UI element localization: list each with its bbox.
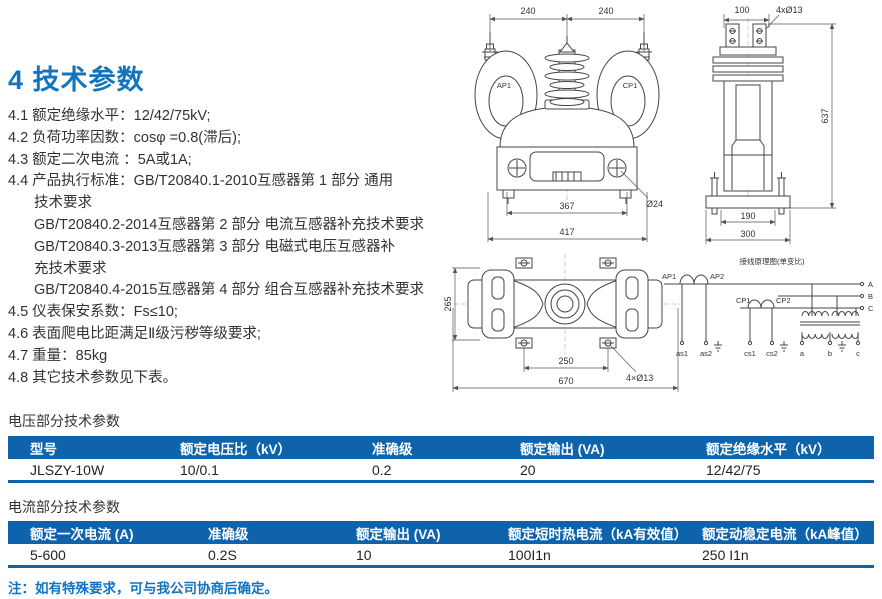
param-line: 技术要求: [34, 195, 92, 212]
winding-label: AP2: [710, 272, 724, 281]
table-cell: 10/0.1: [180, 461, 219, 478]
param-line: 充技术要求: [34, 260, 107, 277]
footnote: 注：如有特殊要求，可与我公司协商后确定。: [8, 581, 278, 596]
winding-label: CP1: [736, 296, 751, 305]
table-row: 5-600 0.2S 10 100I1n 250 I1n: [8, 544, 874, 565]
param-line: 4.8 其它技术参数见下表。: [8, 369, 178, 386]
center-insulator: [544, 36, 590, 106]
column-header: 准确级: [208, 526, 249, 542]
dimension-label: 670: [558, 376, 573, 386]
terminal-label: c: [856, 349, 860, 358]
dimension-label: 265: [443, 296, 453, 311]
table-cell: 20: [520, 461, 536, 478]
dimension-label: 417: [559, 227, 574, 237]
terminal-label: CP1: [623, 81, 638, 90]
table-cell: 0.2S: [208, 546, 237, 563]
ground-symbol: [714, 341, 722, 352]
plan-view-drawing: 265 250 670 4×Ø13: [443, 254, 680, 392]
voltage-table-header-row: 型号 额定电压比（kV） 准确级 额定输出 (VA) 额定绝缘水平（kV）: [8, 436, 874, 459]
phase-label: C: [868, 304, 874, 313]
dimension-label: 190: [740, 211, 755, 221]
param-line: 4.6 表面爬电比距满足Ⅱ级污秽等级要求;: [8, 325, 261, 342]
plan-body: [467, 269, 663, 339]
wiring-diagram-title: 接线原理图(单变比): [740, 256, 805, 266]
ground-symbol: [780, 341, 788, 352]
terminal-label: cs2: [766, 349, 778, 358]
base: [705, 172, 791, 215]
side-body: [723, 80, 773, 192]
current-table-title: 电流部分技术参数: [8, 499, 120, 515]
param-line: GB/T20840.4-2015互感器第 4 部分 组合互感器补充技术要求: [34, 282, 424, 299]
wiring-diagram: 接线原理图(单变比) AP1 AP2 CP1 CP2 A B C as1 as2…: [662, 256, 874, 358]
technical-parameter-list: 4.1 额定绝缘水平：12/42/75kV; 4.2 负荷功率因数：cosφ =…: [8, 106, 444, 389]
side-view-drawing: 100 4xØ13: [705, 5, 836, 244]
param-line: 4.3 额定二次电流 ：5A或1A;: [8, 151, 192, 168]
table-cell: 100I1n: [508, 546, 551, 563]
top-studs: [725, 23, 767, 48]
table-cell: 5-600: [30, 546, 66, 563]
voltage-table: 型号 额定电压比（kV） 准确级 额定输出 (VA) 额定绝缘水平（kV） JL…: [8, 436, 874, 483]
dimension-label: 300: [740, 229, 755, 239]
terminal-label: b: [828, 349, 832, 358]
column-header: 额定绝缘水平（kV）: [706, 441, 831, 457]
cap-plate: [719, 46, 777, 56]
column-header: 额定输出 (VA): [356, 526, 441, 542]
page-title: 4 技术参数: [8, 65, 145, 95]
param-line: 4.7 重量：85kg: [8, 347, 108, 364]
hole-count-label: 4×Ø13: [626, 373, 653, 383]
param-line: 4.2 负荷功率因数：cosφ =0.8(滞后);: [8, 129, 241, 146]
phase-label: B: [868, 292, 873, 301]
table-cell: JLSZY-10W: [30, 461, 105, 478]
column-header: 准确级: [372, 441, 413, 457]
column-header: 额定动稳定电流（kA峰值）: [702, 526, 868, 542]
terminal-label: a: [800, 349, 805, 358]
column-header: 额定电压比（kV）: [180, 441, 292, 457]
phase-label: A: [868, 280, 873, 289]
table-row: JLSZY-10W 10/0.1 0.2 20 12/42/75: [8, 459, 874, 480]
current-table-header-row: 额定一次电流 (A) 准确级 额定输出 (VA) 额定短时热电流（kA有效值） …: [8, 521, 874, 544]
dimension-label: 100: [734, 5, 749, 15]
column-header: 额定短时热电流（kA有效值）: [508, 526, 680, 542]
dimension-label: 367: [559, 201, 574, 211]
param-line: GB/T20840.3-2013互感器第 3 部分 电磁式电压互感器补: [34, 238, 395, 255]
voltage-table-title: 电压部分技术参数: [8, 413, 120, 429]
dimension-label: 250: [558, 356, 573, 366]
param-line: 4.5 仪表保安系数：Fs≤10;: [8, 304, 178, 321]
table-cell: 250 I1n: [702, 546, 749, 563]
column-header: 型号: [30, 441, 57, 457]
hole-diameter-label: Ø24: [646, 199, 663, 209]
tank: [496, 146, 638, 204]
winding-label: CP2: [776, 296, 791, 305]
winding-label: AP1: [662, 272, 676, 281]
dimension-label: 637: [820, 108, 830, 123]
param-line: GB/T20840.2-2014互感器第 2 部分 电流互感器补充技术要求: [34, 216, 424, 233]
ground-symbol: [838, 341, 846, 352]
hole-count-label: 4xØ13: [776, 5, 803, 15]
terminal-label: cs1: [744, 349, 756, 358]
table-cell: 0.2: [372, 461, 392, 478]
sheds: [712, 56, 784, 82]
terminal-label: as2: [700, 349, 712, 358]
mounting-bolts: [515, 257, 617, 349]
table-cell: 10: [356, 546, 372, 563]
terminal-label: AP1: [497, 81, 511, 90]
column-header: 额定输出 (VA): [520, 441, 605, 457]
front-view-drawing: 240 240 AP1 CP1: [474, 6, 663, 242]
param-line: 4.1 额定绝缘水平：12/42/75kV;: [8, 108, 211, 124]
param-line: 4.4 产品执行标准：GB/T20840.1-2010互感器第 1 部分 通用: [8, 173, 394, 190]
current-table: 额定一次电流 (A) 准确级 额定输出 (VA) 额定短时热电流（kA有效值） …: [8, 521, 874, 568]
dimension-label: 240: [520, 6, 535, 16]
column-header: 额定一次电流 (A): [30, 526, 134, 542]
terminal-label: as1: [676, 349, 688, 358]
dimension-label: 240: [598, 6, 613, 16]
table-cell: 12/42/75: [706, 461, 761, 478]
